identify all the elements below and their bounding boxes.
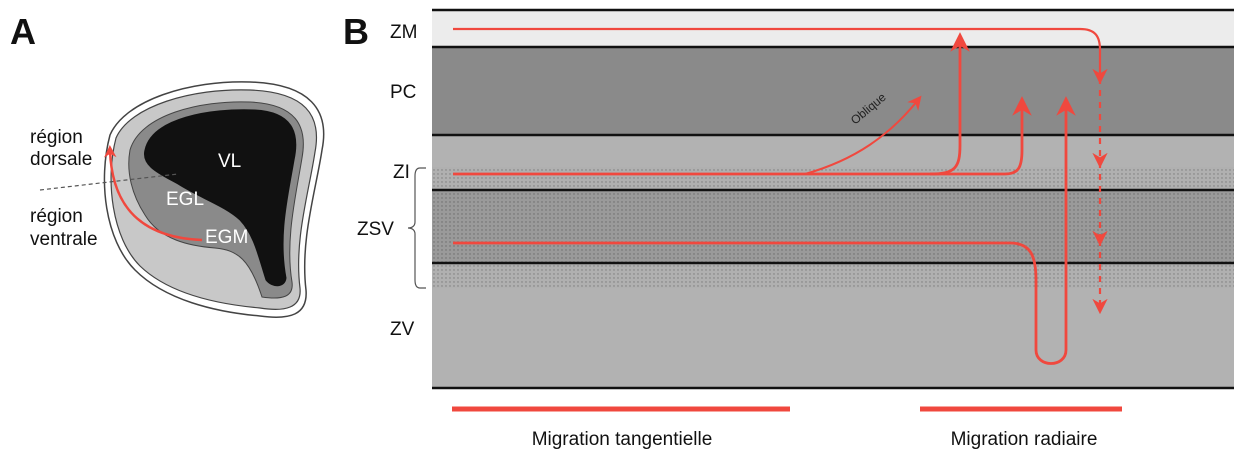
panel-a: A VL EGL EGM région dorsale région ventr… [10,11,325,318]
ventral-region-label-2: ventrale [30,229,98,250]
tangential-legend-label: Migration tangentielle [532,429,713,449]
dorsoventral-boundary [39,173,179,191]
radial-legend-label: Migration radiaire [951,429,1098,449]
zsv-bracket [407,167,426,289]
layer-zsv-lower [432,263,1234,288]
zm-tangential-arrow [453,27,1108,85]
layer-label-zi: ZI [393,162,410,183]
panel-a-letter: A [10,11,36,52]
layer-label-zv: ZV [390,319,415,340]
panel-b-letter: B [343,11,369,52]
oblique-arrow [804,95,922,175]
layer-label-pc: PC [390,82,416,103]
layer-label-zm: ZM [390,22,417,43]
layer-zi [432,135,1234,167]
layer-zsv-upper [432,167,1234,190]
ventral-region-label-1: région [30,206,83,227]
zsv-tangential-arrow [453,96,1076,365]
zi-tangential-arrow [453,96,1032,176]
layer-zsv-mid [432,190,1234,263]
layer-label-zsv: ZSV [357,219,394,240]
region-egm-label: EGM [205,227,248,248]
dorsal-region-label-1: région [30,127,83,148]
panel-b: B ZM PC ZI ZSV ZV [343,8,1234,449]
lateral-ventricle [144,109,297,287]
region-egl-label: EGL [166,189,204,210]
region-vl-label: VL [218,151,241,172]
layer-zv [432,288,1234,388]
migration-arrow-a [103,145,203,242]
zi-radial-to-zm-arrow [929,32,970,176]
layer-pc [432,47,1234,135]
dorsal-region-label-2: dorsale [30,149,92,170]
